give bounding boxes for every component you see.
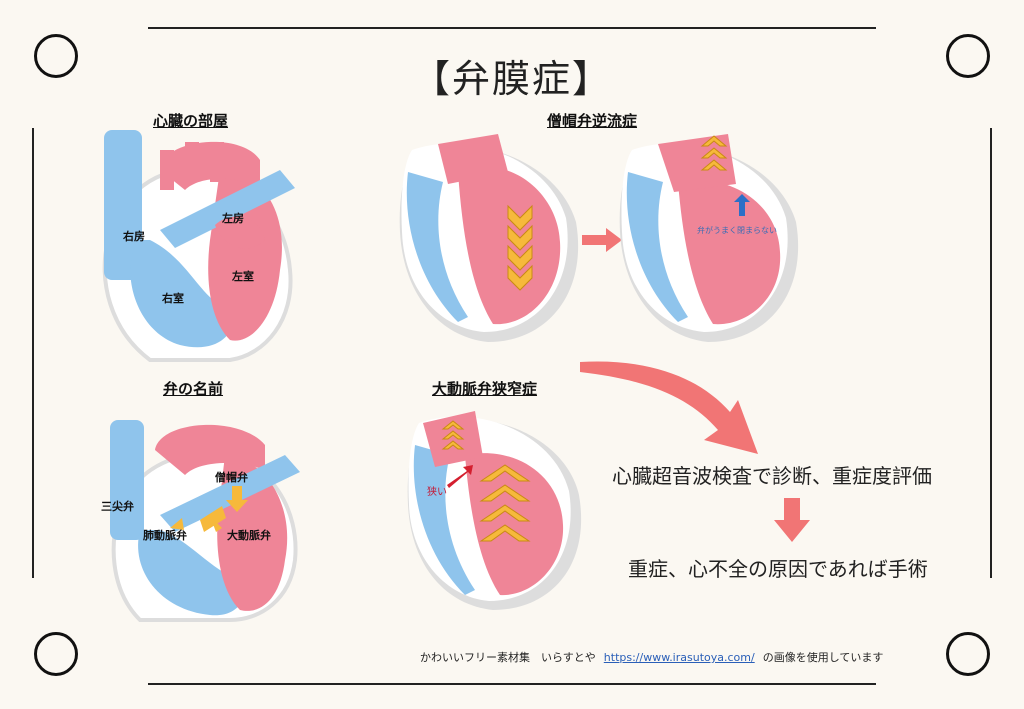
- valve-names-illustration: [110, 420, 300, 622]
- aortic-stenosis-illustration: [407, 411, 582, 610]
- mitral-regurgitation-before-illustration: [399, 134, 579, 342]
- credit-url-link[interactable]: https://www.irasutoya.com/: [603, 651, 755, 664]
- label-right-ventricle: 右室: [162, 292, 184, 305]
- left-rule: [32, 128, 34, 578]
- label-pulmonary-valve: 肺動脈弁: [143, 529, 187, 542]
- label-mitral-valve: 僧帽弁: [215, 471, 248, 484]
- credit-line: かわいいフリー素材集 いらすとや https://www.irasutoya.co…: [420, 649, 883, 665]
- heart-chambers-illustration: [102, 130, 295, 362]
- flow-step-surgery: 重症、心不全の原因であれば手術: [628, 557, 928, 581]
- label-aortic-valve: 大動脈弁: [227, 529, 271, 542]
- label-left-atrium: 左房: [222, 212, 244, 225]
- credit-suffix: の画像を使用しています: [762, 651, 884, 664]
- heading-heart-rooms: 心臓の部屋: [153, 112, 229, 130]
- corner-circle-top-right: [946, 34, 990, 78]
- corner-circle-bottom-right: [946, 632, 990, 676]
- flow-step-diagnosis: 心臓超音波検査で診断、重症度評価: [612, 464, 932, 488]
- heading-aortic-stenosis: 大動脈弁狭窄症: [432, 380, 538, 398]
- heading-valve-names: 弁の名前: [163, 380, 224, 398]
- top-rule: [148, 27, 876, 29]
- corner-circle-top-left: [34, 34, 78, 78]
- label-valve-not-closing: 弁がうまく閉まらない: [697, 226, 777, 235]
- credit-prefix: かわいいフリー素材集 いらすとや: [420, 651, 596, 664]
- down-arrow-icon: [774, 498, 810, 542]
- corner-circle-bottom-left: [34, 632, 78, 676]
- label-left-ventricle: 左室: [232, 270, 254, 283]
- label-right-atrium: 右房: [123, 230, 145, 243]
- progress-arrow-icon: [582, 228, 622, 252]
- heading-mitral-regurgitation: 僧帽弁逆流症: [547, 112, 638, 130]
- page-title: 【弁膜症】: [411, 57, 612, 101]
- label-narrow: 狭い: [427, 487, 447, 498]
- label-tricuspid-valve: 三尖弁: [101, 500, 134, 513]
- right-rule: [990, 128, 992, 578]
- mitral-regurgitation-after-illustration: [619, 134, 799, 342]
- curved-arrow-icon: [580, 361, 758, 454]
- bottom-rule: [148, 683, 876, 685]
